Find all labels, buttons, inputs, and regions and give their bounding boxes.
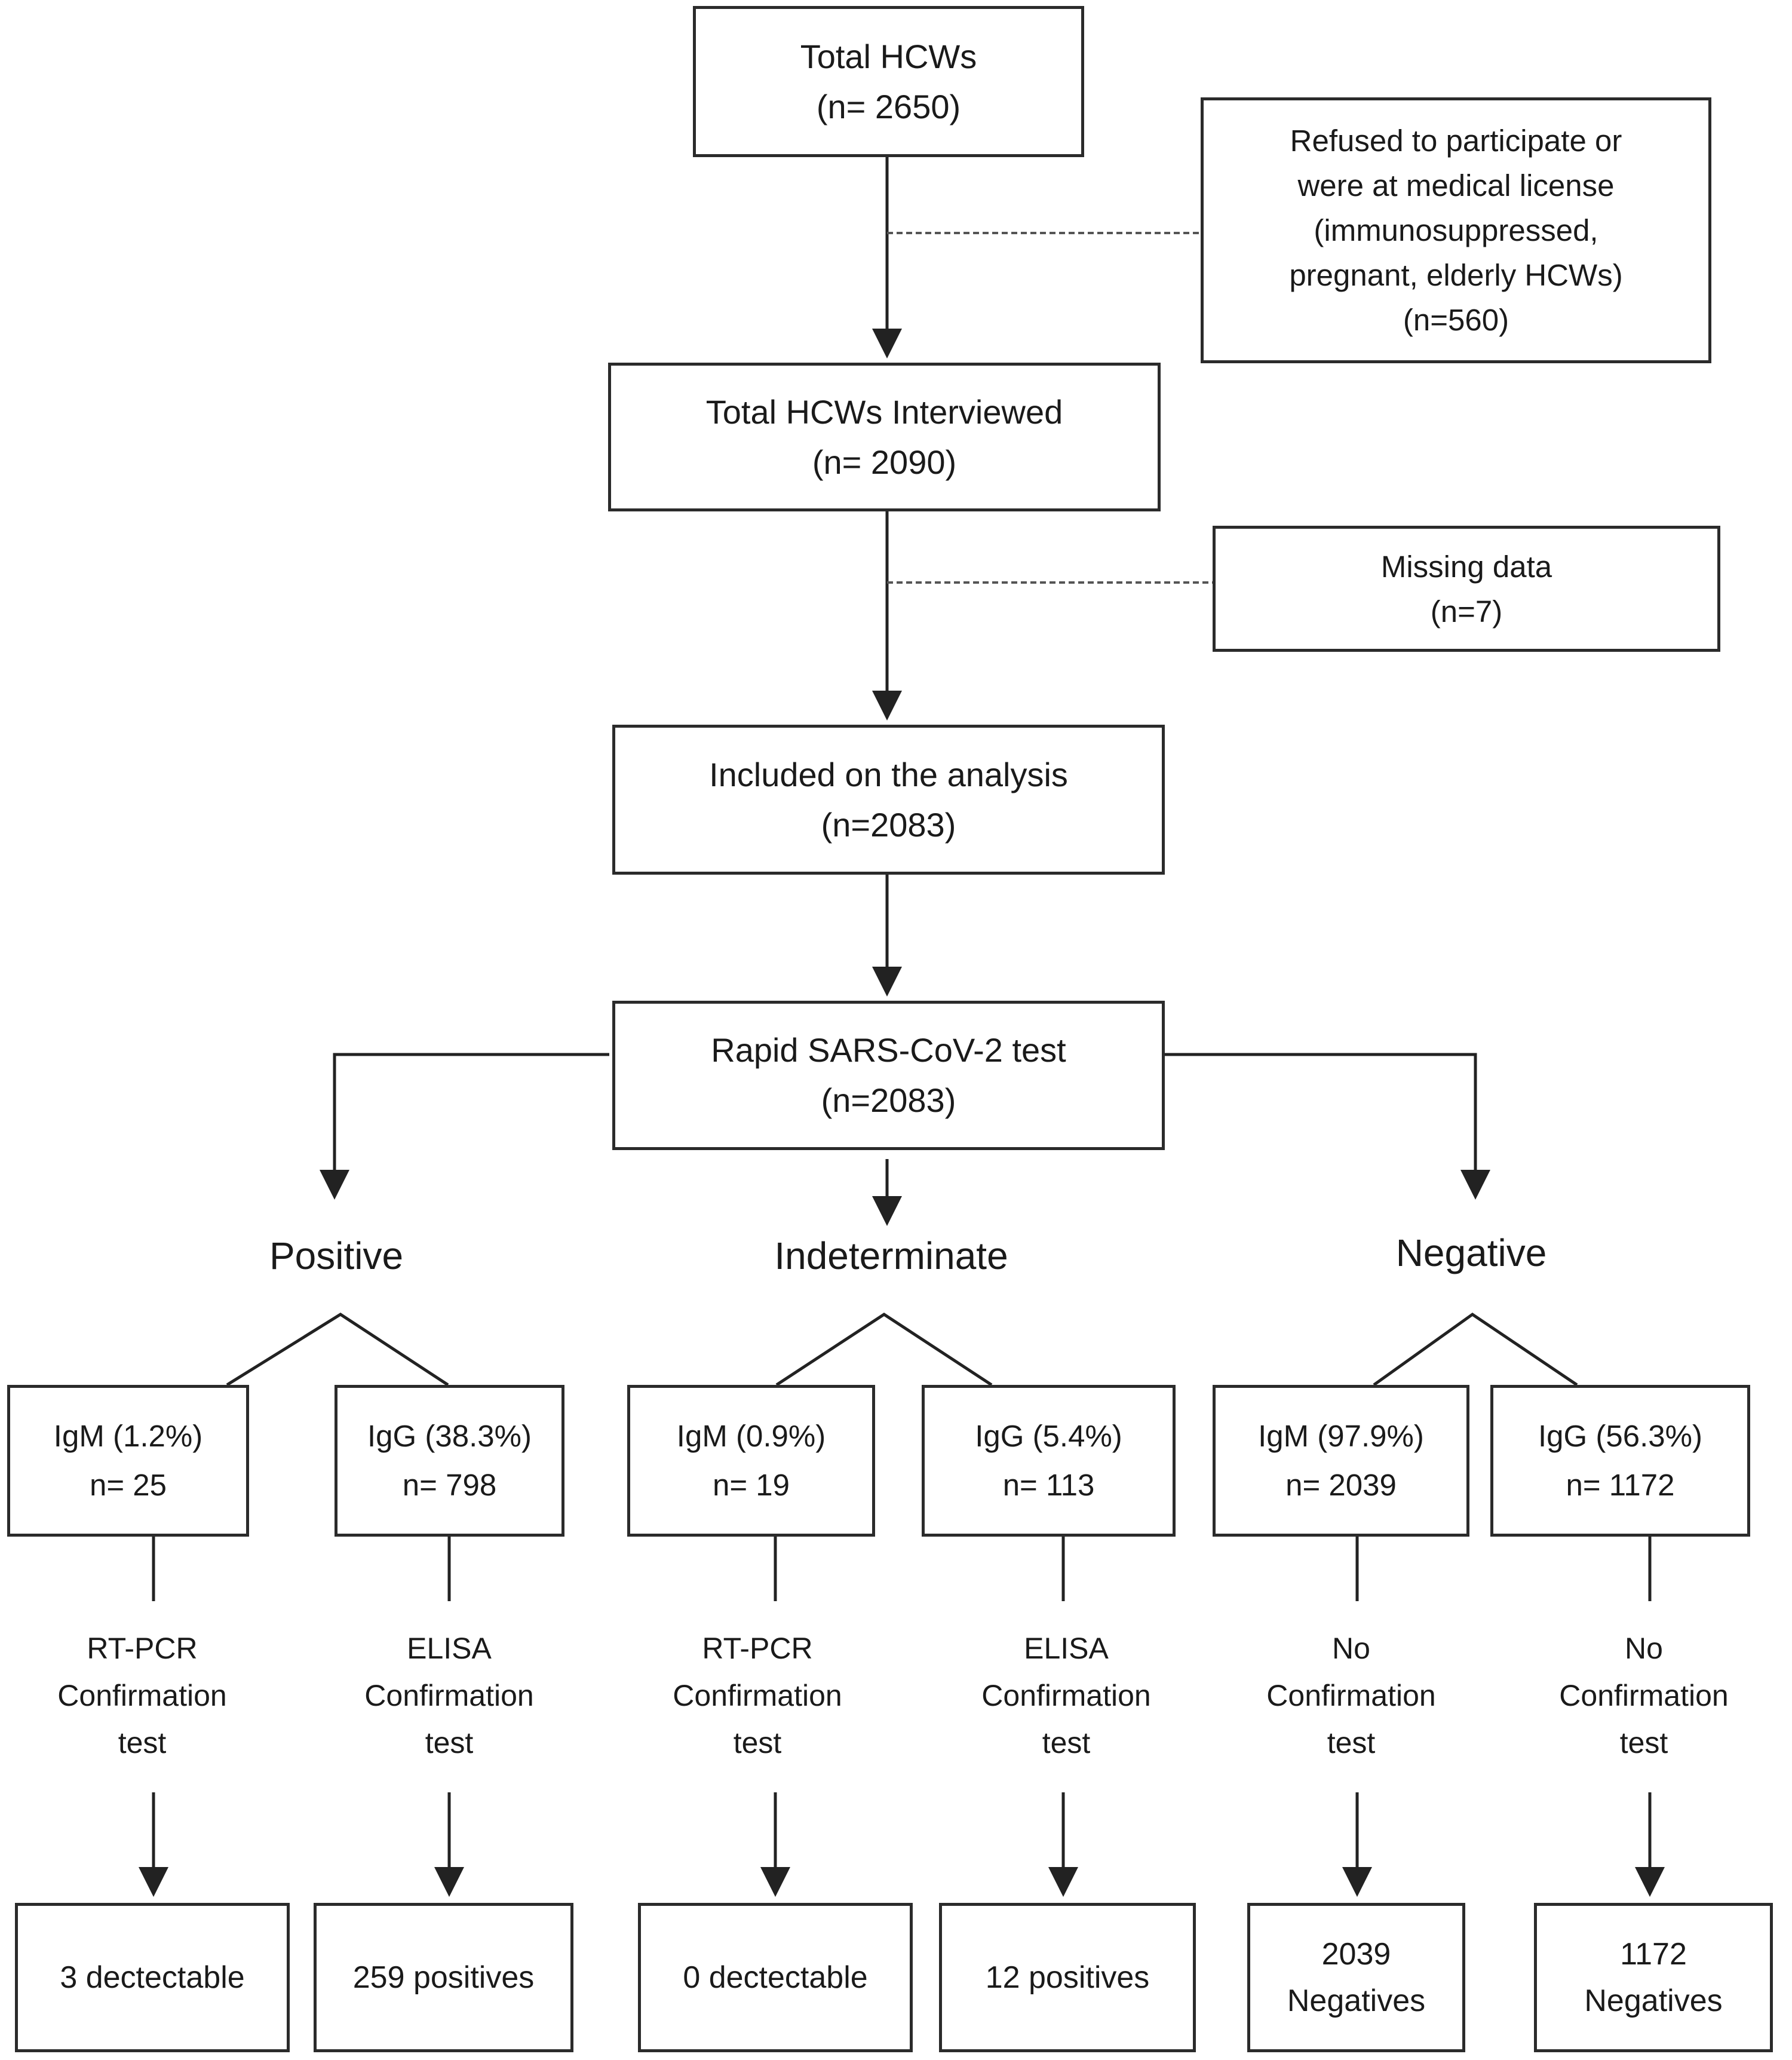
positive-igg-confirm-line-1: ELISA xyxy=(407,1632,492,1665)
positive-igm-confirm-line-1: RT-PCR xyxy=(87,1632,198,1665)
interviewed-title: Total HCWs Interviewed xyxy=(705,393,1063,431)
positive-igg-count: n= 798 xyxy=(402,1468,497,1502)
positive-label: Positive xyxy=(269,1234,404,1277)
negative-igg-confirm-line-1: No xyxy=(1625,1632,1663,1665)
indeterminate-igm-count: n= 19 xyxy=(712,1468,790,1502)
positive-igm-result: 3 dectectable xyxy=(60,1960,245,1995)
indeterminate-igg-result: 12 positives xyxy=(985,1960,1150,1995)
indeterminate-igg-result-box: 12 positives xyxy=(939,1903,1196,2052)
refused-line-2: were at medical license xyxy=(1297,168,1615,203)
negative-igg-percent: IgG (56.3%) xyxy=(1538,1419,1702,1453)
positive-igg-confirmation: ELISA Confirmation test xyxy=(364,1625,533,1767)
missing-data-title: Missing data xyxy=(1380,549,1552,584)
arrow-rapid-to-negative xyxy=(1165,1053,1490,1200)
indeterminate-igg-confirmation: ELISA Confirmation test xyxy=(981,1625,1150,1767)
interviewed-box: Total HCWs Interviewed (n= 2090) xyxy=(608,363,1161,511)
negative-igg-count: n= 1172 xyxy=(1566,1468,1675,1502)
included-title: Included on the analysis xyxy=(709,755,1068,793)
indeterminate-igm-confirm-line-3: test xyxy=(733,1726,782,1759)
positive-igm-confirmation: RT-PCR Confirmation test xyxy=(57,1625,226,1767)
indeterminate-igg-confirm-line-2: Confirmation xyxy=(981,1679,1151,1712)
negative-igg-confirm-line-2: Confirmation xyxy=(1559,1679,1729,1712)
indeterminate-igm-box: IgM (0.9%) n= 19 xyxy=(627,1385,875,1537)
refused-count: (n=560) xyxy=(1403,303,1509,337)
indeterminate-igm-confirmation: RT-PCR Confirmation test xyxy=(673,1625,842,1767)
negative-igm-result-count: 2039 xyxy=(1321,1937,1391,1972)
negative-igg-confirm-line-3: test xyxy=(1619,1726,1668,1759)
negative-igm-confirm-line-2: Confirmation xyxy=(1266,1679,1436,1712)
negative-igm-confirm-line-1: No xyxy=(1332,1632,1370,1665)
indeterminate-igg-count: n= 113 xyxy=(1002,1468,1095,1502)
missing-data-box: Missing data (n=7) xyxy=(1213,526,1720,652)
indeterminate-igm-percent: IgM (0.9%) xyxy=(676,1419,826,1453)
indeterminate-igm-result: 0 dectectable xyxy=(683,1960,868,1995)
indeterminate-igg-box: IgG (5.4%) n= 113 xyxy=(922,1385,1176,1537)
positive-igg-confirm-line-2: Confirmation xyxy=(364,1679,534,1712)
positive-igm-result-box: 3 dectectable xyxy=(15,1903,290,2052)
positive-igm-confirm-line-3: test xyxy=(118,1726,167,1759)
positive-igg-result-box: 259 positives xyxy=(314,1903,573,2052)
rapid-test-title: Rapid SARS-CoV-2 test xyxy=(711,1031,1066,1069)
positive-igm-percent: IgM (1.2%) xyxy=(53,1419,203,1453)
positive-igg-percent: IgG (38.3%) xyxy=(367,1419,532,1453)
negative-igm-count: n= 2039 xyxy=(1285,1468,1397,1502)
missing-data-count: (n=7) xyxy=(1430,594,1503,629)
rapid-test-count: (n=2083) xyxy=(821,1081,956,1119)
negative-igg-confirmation: No Confirmation test xyxy=(1559,1625,1728,1767)
branch-indeterminate xyxy=(775,1313,993,1387)
refused-box: Refused to participate or were at medica… xyxy=(1201,97,1711,363)
negative-igg-box: IgG (56.3%) n= 1172 xyxy=(1490,1385,1750,1537)
positive-igm-box: IgM (1.2%) n= 25 xyxy=(7,1385,249,1537)
total-hcws-count: (n= 2650) xyxy=(816,87,961,125)
indeterminate-igm-confirm-line-1: RT-PCR xyxy=(702,1632,813,1665)
interviewed-count: (n= 2090) xyxy=(812,443,957,481)
indeterminate-igm-confirm-line-2: Confirmation xyxy=(673,1679,842,1712)
rapid-test-box: Rapid SARS-CoV-2 test (n=2083) xyxy=(612,1001,1165,1150)
refused-line-1: Refused to participate or xyxy=(1290,124,1622,158)
negative-igm-result-label: Negatives xyxy=(1287,1984,1426,2018)
total-hcws-box: Total HCWs (n= 2650) xyxy=(693,6,1084,157)
positive-igg-result: 259 positives xyxy=(352,1960,535,1995)
included-box: Included on the analysis (n=2083) xyxy=(612,725,1165,875)
negative-igg-result-label: Negatives xyxy=(1584,1984,1723,2018)
negative-igm-box: IgM (97.9%) n= 2039 xyxy=(1213,1385,1469,1537)
total-hcws-title: Total HCWs xyxy=(800,37,977,75)
indeterminate-igg-confirm-line-3: test xyxy=(1042,1726,1091,1759)
indeterminate-label: Indeterminate xyxy=(774,1234,1008,1277)
arrow-rapid-to-positive xyxy=(320,1053,609,1200)
positive-igm-confirm-line-2: Confirmation xyxy=(57,1679,227,1712)
negative-igm-percent: IgM (97.9%) xyxy=(1258,1419,1424,1453)
negative-igg-result-count: 1172 xyxy=(1620,1937,1687,1972)
indeterminate-igm-result-box: 0 dectectable xyxy=(638,1903,913,2052)
positive-igm-count: n= 25 xyxy=(89,1468,167,1502)
indeterminate-igg-confirm-line-1: ELISA xyxy=(1024,1632,1109,1665)
negative-igm-confirm-line-3: test xyxy=(1327,1726,1376,1759)
branch-negative xyxy=(1373,1312,1578,1387)
indeterminate-igg-percent: IgG (5.4%) xyxy=(975,1419,1122,1453)
positive-igg-confirm-line-3: test xyxy=(425,1726,474,1759)
negative-igm-result-box: 2039 Negatives xyxy=(1247,1903,1465,2052)
refused-line-4: pregnant, elderly HCWs) xyxy=(1289,258,1623,292)
negative-igg-result-box: 1172 Negatives xyxy=(1534,1903,1773,2052)
negative-label: Negative xyxy=(1395,1231,1547,1274)
positive-igg-box: IgG (38.3%) n= 798 xyxy=(335,1385,564,1537)
included-count: (n=2083) xyxy=(821,805,956,844)
branch-positive xyxy=(226,1313,449,1387)
refused-line-3: (immunosuppressed, xyxy=(1314,213,1598,247)
negative-igm-confirmation: No Confirmation test xyxy=(1266,1625,1435,1767)
